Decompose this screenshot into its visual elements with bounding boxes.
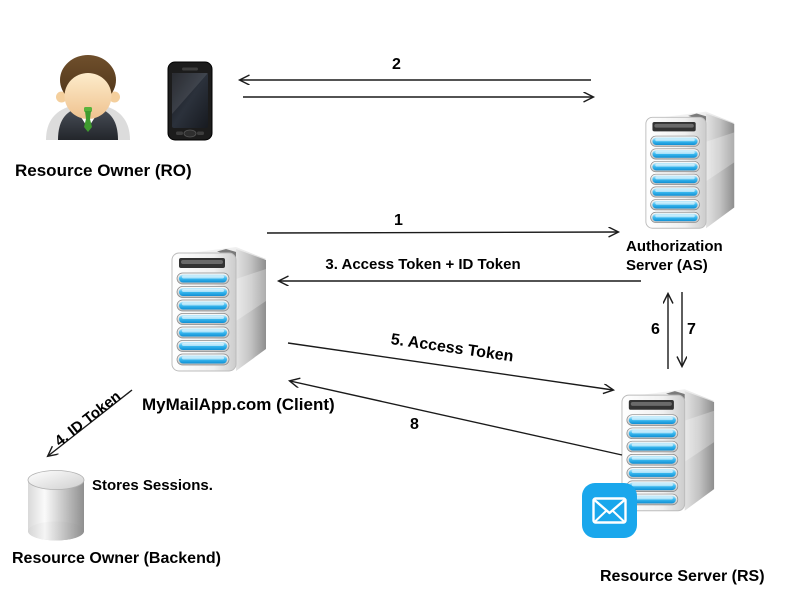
client-server-icon <box>171 246 267 372</box>
authorization-server-icon <box>645 111 735 229</box>
client-label: MyMailApp.com (Client) <box>142 395 335 414</box>
step3-label: 3. Access Token + ID Token <box>325 256 521 273</box>
step7-label: 7 <box>687 321 696 338</box>
mail-icon <box>582 483 637 538</box>
database-icon <box>27 470 85 541</box>
step8-label: 8 <box>410 416 419 433</box>
authorization-server-label-line1: Authorization <box>626 238 723 255</box>
smartphone-icon <box>167 61 213 141</box>
arrow-step5 <box>287 342 613 390</box>
backend-label: Resource Owner (Backend) <box>12 550 221 567</box>
resource-owner-label: Resource Owner (RO) <box>15 161 192 180</box>
resource-server-label: Resource Server (RS) <box>600 568 765 585</box>
authorization-server-label: Authorization Server (AS) <box>626 237 723 275</box>
step2-label: 2 <box>392 56 401 73</box>
stores-sessions-label: Stores Sessions. <box>92 477 213 494</box>
arrow-step4 <box>48 389 133 456</box>
arrow-step8 <box>290 381 623 456</box>
user-icon <box>46 55 130 140</box>
step6-label: 6 <box>651 321 660 338</box>
step1-label: 1 <box>394 212 403 229</box>
arrow-step1 <box>266 232 618 233</box>
authorization-server-label-line2: Server (AS) <box>626 257 708 274</box>
